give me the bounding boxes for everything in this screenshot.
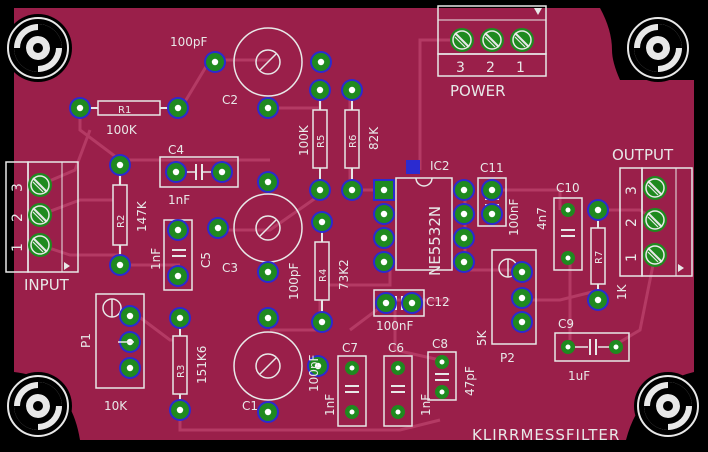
output-pin-label: 1 — [624, 253, 640, 262]
r4-value: 73K2 — [337, 259, 351, 290]
potentiometer-p2: P2 5K — [475, 249, 537, 365]
input-connector: 3 2 1 INPUT — [5, 161, 79, 294]
screw-terminal — [27, 232, 53, 258]
c8-value: 47pF — [463, 366, 477, 396]
r6-ref: R6 — [348, 135, 359, 148]
r3-ref: R3 — [176, 365, 187, 378]
r2-ref: R2 — [116, 215, 127, 228]
input-pin-label: 1 — [10, 243, 26, 252]
screw-terminal — [479, 27, 505, 53]
input-title: INPUT — [24, 276, 70, 294]
resistor-r4: R4 73K2 — [311, 211, 351, 333]
c5-value: 1nF — [149, 248, 163, 270]
r1-ref: R1 — [118, 105, 131, 116]
power-connector: 3 2 1 POWER — [437, 5, 547, 100]
power-pin-label: 3 — [456, 60, 465, 76]
c1-ref: C1 — [242, 399, 258, 413]
power-pin-label: 1 — [516, 60, 525, 76]
ic-ic2: IC2 NE5532N — [373, 159, 475, 276]
screw-terminal — [27, 172, 53, 198]
r5-ref: R5 — [316, 135, 327, 148]
output-connector: 3 2 1 OUTPUT — [612, 146, 693, 277]
screw-terminal — [642, 207, 668, 233]
c12-ref: C12 — [426, 295, 450, 309]
r4-ref: R4 — [318, 269, 329, 282]
input-pin-label: 3 — [10, 183, 26, 192]
c12-value: 100nF — [376, 319, 414, 333]
screw-terminal — [642, 242, 668, 268]
power-pin-label: 2 — [486, 60, 495, 76]
c9-value: 1uF — [568, 369, 590, 383]
c8-ref: C8 — [432, 337, 448, 351]
mounting-hole — [633, 371, 703, 441]
resistor-r5: R5 100K — [297, 79, 331, 201]
capacitor-c3: C3 100pF — [207, 171, 303, 300]
output-pin-label: 3 — [624, 186, 640, 195]
c7-value: 1nF — [323, 394, 337, 416]
capacitor-c4: C4 1nF — [159, 143, 239, 207]
r2-value: 147K — [135, 200, 149, 232]
r6-value: 82K — [367, 126, 381, 150]
capacitor-c7: C7 1nF — [323, 341, 367, 427]
capacitor-c2: 100pF C2 — [170, 27, 332, 119]
mounting-hole — [623, 13, 693, 83]
capacitor-c8: C8 47pF — [427, 337, 477, 401]
screw-terminal — [642, 175, 668, 201]
screw-terminal — [509, 27, 535, 53]
capacitor-c11: C11 100nF — [477, 161, 521, 236]
c3-value: 100pF — [287, 262, 301, 300]
input-pin-label: 2 — [10, 213, 26, 222]
r7-ref: R7 — [594, 251, 605, 264]
capacitor-c1: C1 100pF — [233, 307, 329, 423]
output-pin-label: 2 — [624, 218, 640, 227]
c11-value: 100nF — [507, 198, 521, 236]
capacitor-c9: C9 1uF — [554, 317, 630, 383]
potentiometer-p1: P1 10K — [79, 293, 145, 413]
r3-value: 151K6 — [195, 346, 209, 384]
p1-ref: P1 — [79, 333, 93, 348]
r1-value: 100K — [106, 123, 138, 137]
c10-ref: C10 — [556, 181, 580, 195]
capacitor-c12: C12 100nF — [373, 289, 450, 333]
r7-value: 1K — [615, 283, 629, 300]
c7-ref: C7 — [342, 341, 358, 355]
resistor-r6: R6 82K — [341, 79, 381, 201]
c6-ref: C6 — [388, 341, 404, 355]
capacitor-c5: C5 1nF — [149, 219, 213, 291]
c10-value: 4n7 — [535, 207, 549, 230]
c2-value: 100pF — [170, 35, 208, 49]
c6-value: 1nF — [419, 394, 433, 416]
ic2-ref: IC2 — [430, 159, 450, 173]
c4-value: 1nF — [168, 193, 190, 207]
c5-ref: C5 — [199, 252, 213, 268]
mounting-hole — [3, 13, 73, 83]
board-title: KLIRRMESSFILTER — [472, 426, 620, 444]
p1-value: 10K — [104, 399, 128, 413]
c2-ref: C2 — [222, 93, 238, 107]
output-title: OUTPUT — [612, 146, 674, 164]
c4-ref: C4 — [168, 143, 184, 157]
c1-value: 100pF — [307, 354, 321, 392]
resistor-r1: R1 100K — [69, 97, 189, 137]
c3-ref: C3 — [222, 261, 238, 275]
screw-terminal — [27, 202, 53, 228]
capacitor-c10: C10 4n7 — [535, 181, 583, 271]
resistor-r3: R3 151K6 — [169, 307, 209, 421]
r5-value: 100K — [297, 124, 311, 156]
resistor-r7: R7 1K — [587, 199, 629, 311]
c11-ref: C11 — [480, 161, 504, 175]
power-title: POWER — [450, 82, 506, 100]
screw-terminal — [449, 27, 475, 53]
c9-ref: C9 — [558, 317, 574, 331]
mounting-hole — [3, 371, 73, 441]
p2-value: 5K — [475, 329, 489, 346]
p2-ref: P2 — [500, 351, 515, 365]
resistor-r2: R2 147K — [109, 154, 149, 276]
ic2-value: NE5532N — [426, 206, 444, 276]
